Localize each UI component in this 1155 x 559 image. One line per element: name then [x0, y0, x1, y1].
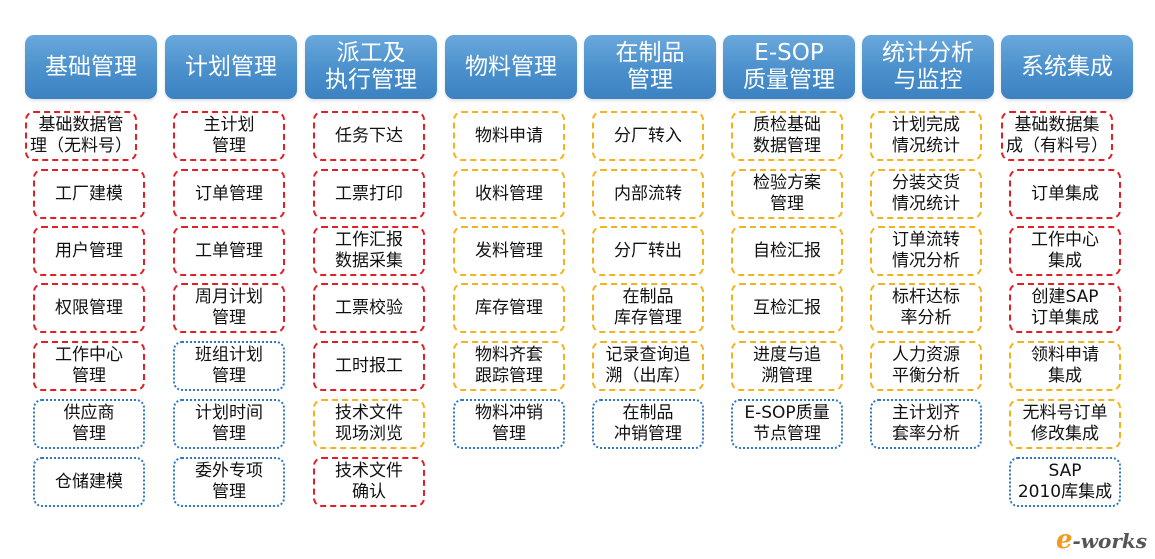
- module-item: 工票打印: [313, 169, 425, 219]
- module-item: 分装交货 情况统计: [870, 169, 982, 219]
- module-item: 自检汇报: [731, 226, 843, 276]
- module-column: 统计分析 与监控计划完成 情况统计分装交货 情况统计订单流转 情况分析标杆达标 …: [862, 0, 994, 559]
- module-item: 标杆达标 率分析: [870, 283, 982, 333]
- column-header: 基础管理: [25, 35, 157, 99]
- column-header: 统计分析 与监控: [862, 35, 994, 99]
- module-column: 计划管理主计划 管理订单管理工单管理周月计划 管理班组计划 管理计划时间 管理委…: [165, 0, 297, 559]
- module-column: E-SOP 质量管理质检基础 数据管理检验方案 管理自检汇报互检汇报进度与追 溯…: [723, 0, 855, 559]
- module-item: 供应商 管理: [33, 399, 145, 449]
- module-item: 工时报工: [313, 341, 425, 391]
- module-item: 计划完成 情况统计: [870, 111, 982, 161]
- column-header: 系统集成: [1001, 35, 1133, 99]
- module-item: 工作中心 管理: [33, 341, 145, 391]
- module-item: 技术文件 确认: [313, 457, 425, 507]
- module-item: 权限管理: [33, 283, 145, 333]
- module-item: 计划时间 管理: [173, 399, 285, 449]
- column-header: E-SOP 质量管理: [723, 35, 855, 99]
- module-item: 订单流转 情况分析: [870, 226, 982, 276]
- module-item: 物料申请: [453, 111, 565, 161]
- module-item: 人力资源 平衡分析: [870, 341, 982, 391]
- module-item: 无料号订单 修改集成: [1009, 399, 1121, 449]
- module-item: 周月计划 管理: [173, 283, 285, 333]
- module-item: 任务下达: [313, 111, 425, 161]
- module-item: 主计划 管理: [173, 111, 285, 161]
- module-item: 库存管理: [453, 283, 565, 333]
- module-item: 检验方案 管理: [731, 169, 843, 219]
- column-header: 派工及 执行管理: [305, 35, 437, 99]
- module-item: 领料申请 集成: [1009, 341, 1121, 391]
- module-item: 发料管理: [453, 226, 565, 276]
- module-item: 在制品 冲销管理: [592, 399, 704, 449]
- module-item: 技术文件 现场浏览: [313, 399, 425, 449]
- column-header: 在制品 管理: [584, 35, 716, 99]
- module-item: 用户管理: [33, 226, 145, 276]
- column-header: 物料管理: [445, 35, 577, 99]
- column-header: 计划管理: [165, 35, 297, 99]
- module-item: 基础数据管 理（无料号）: [25, 111, 137, 161]
- module-item: 工作汇报 数据采集: [313, 226, 425, 276]
- module-item: 互检汇报: [731, 283, 843, 333]
- module-column: 系统集成基础数据集 成（有料号） 订单集成工作中心 集成创建SAP 订单集成领料申…: [1001, 0, 1133, 559]
- module-item: 仓储建模: [33, 457, 145, 507]
- module-item: 工厂建模: [33, 169, 145, 219]
- module-column: 物料管理物料申请收料管理发料管理库存管理物料齐套 跟踪管理物料冲销 管理: [445, 0, 577, 559]
- module-item: 内部流转: [592, 169, 704, 219]
- module-item: 工作中心 集成: [1009, 226, 1121, 276]
- module-item: 分厂转入: [592, 111, 704, 161]
- module-item: E-SOP质量 节点管理: [731, 399, 843, 449]
- module-column: 在制品 管理分厂转入内部流转分厂转出在制品 库存管理记录查询追 溯（出库） 在制品…: [584, 0, 716, 559]
- module-item: 主计划齐 套率分析: [870, 399, 982, 449]
- module-item: 基础数据集 成（有料号）: [1001, 111, 1113, 161]
- module-item: 订单管理: [173, 169, 285, 219]
- module-item: 收料管理: [453, 169, 565, 219]
- module-item: 在制品 库存管理: [592, 283, 704, 333]
- module-item: 创建SAP 订单集成: [1009, 283, 1121, 333]
- module-item: 分厂转出: [592, 226, 704, 276]
- eworks-logo: e-works: [1055, 525, 1147, 555]
- module-item: 委外专项 管理: [173, 457, 285, 507]
- module-item: 进度与追 溯管理: [731, 341, 843, 391]
- module-column: 基础管理基础数据管 理（无料号） 工厂建模用户管理权限管理工作中心 管理供应商 管…: [25, 0, 157, 559]
- module-item: 工票校验: [313, 283, 425, 333]
- module-item: SAP 2010库集成: [1009, 457, 1121, 507]
- module-item: 质检基础 数据管理: [731, 111, 843, 161]
- module-item: 物料齐套 跟踪管理: [453, 341, 565, 391]
- module-item: 记录查询追 溯（出库）: [592, 341, 704, 391]
- module-item: 物料冲销 管理: [453, 399, 565, 449]
- module-item: 班组计划 管理: [173, 341, 285, 391]
- module-item: 工单管理: [173, 226, 285, 276]
- module-item: 订单集成: [1009, 169, 1121, 219]
- module-column: 派工及 执行管理任务下达工票打印工作汇报 数据采集工票校验工时报工技术文件 现场…: [305, 0, 437, 559]
